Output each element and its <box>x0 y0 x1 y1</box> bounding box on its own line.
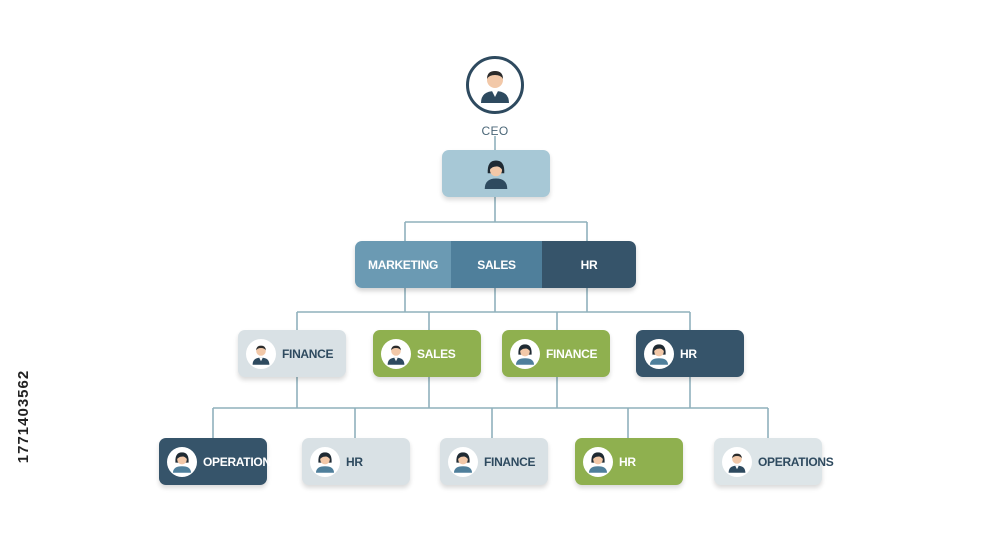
node-label: SALES <box>417 346 456 361</box>
node-label: FINANCE <box>484 454 536 469</box>
node-hr[interactable]: HR <box>302 438 410 485</box>
person-female-icon <box>644 338 674 369</box>
ceo-label: CEO <box>481 124 509 138</box>
node-label: OPERATIONS <box>758 454 834 469</box>
ceo-avatar <box>466 56 524 114</box>
manager-box[interactable] <box>442 150 550 197</box>
person-female-icon <box>310 446 340 477</box>
node-label: FINANCE <box>282 346 334 361</box>
node-operations[interactable]: OPERATIONS <box>159 438 279 485</box>
person-male-icon <box>481 71 509 103</box>
node-label: HR <box>619 454 636 469</box>
department-marketing[interactable]: MARKETING <box>355 241 451 288</box>
node-sales[interactable]: SALES <box>373 330 481 377</box>
person-female-icon <box>448 446 478 477</box>
person-female-icon <box>167 446 197 477</box>
node-finance[interactable]: FINANCE <box>440 438 548 485</box>
person-male-icon <box>381 338 411 369</box>
person-female-icon <box>484 160 508 189</box>
node-finance[interactable]: FINANCE <box>502 330 610 377</box>
node-label: HR <box>680 346 697 361</box>
person-male-icon <box>722 446 752 477</box>
node-label: OPERATIONS <box>203 454 279 469</box>
node-label: HR <box>346 454 363 469</box>
watermark-id: 1771403562 <box>4 300 44 532</box>
node-operations[interactable]: OPERATIONS <box>714 438 834 485</box>
node-hr[interactable]: HR <box>636 330 744 377</box>
person-male-icon <box>246 338 276 369</box>
watermark-id-text: 1771403562 <box>15 369 33 463</box>
department-sales[interactable]: SALES <box>451 241 542 288</box>
person-female-icon <box>583 446 613 477</box>
department-hr[interactable]: HR <box>542 241 636 288</box>
node-finance[interactable]: FINANCE <box>238 330 346 377</box>
person-female-icon <box>510 338 540 369</box>
node-hr[interactable]: HR <box>575 438 683 485</box>
node-label: FINANCE <box>546 346 598 361</box>
